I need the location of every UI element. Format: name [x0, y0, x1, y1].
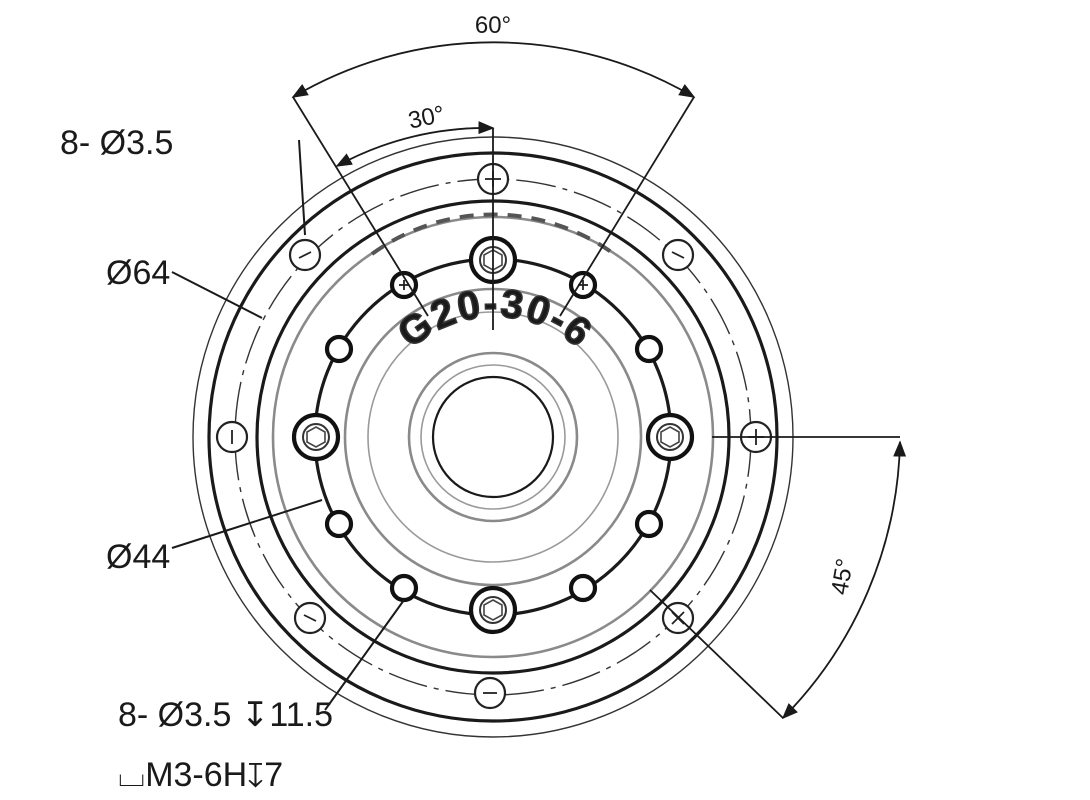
angle-30-label: 30°	[406, 101, 447, 135]
socket-bolt	[291, 412, 341, 462]
thread-callout: ⌴M3-6H↧7	[118, 756, 283, 794]
outer-hole	[473, 676, 507, 710]
through-hole	[389, 270, 419, 300]
through-hole	[568, 270, 598, 300]
angle-30-dimension	[335, 121, 495, 330]
hub-ring	[343, 287, 643, 587]
outer-mounting-holes	[215, 162, 773, 710]
hub-inner-ring	[367, 311, 619, 563]
leader-outer-holes	[298, 139, 306, 236]
leader-bolt-holes	[324, 599, 405, 711]
socket-bolt	[468, 585, 518, 635]
outer-diameter-callout: Ø64	[106, 254, 170, 292]
inner-diameter-callout: Ø44	[106, 538, 170, 576]
through-hole	[389, 573, 419, 603]
angle-60-dimension	[291, 41, 696, 317]
angle-45-dimension	[649, 436, 907, 720]
through-hole	[634, 334, 664, 364]
bore-ring	[431, 375, 555, 499]
outer-hole	[288, 238, 322, 272]
outer-hole	[293, 601, 327, 635]
bore-mid-ring	[420, 364, 566, 510]
outer-holes-callout: 8- Ø3.5	[60, 124, 173, 162]
leader-outer-diameter	[171, 271, 263, 319]
leader-inner-diameter	[171, 499, 323, 549]
face-marking-text: G20-30-6	[390, 282, 601, 357]
through-hole	[324, 334, 354, 364]
bore-outer-ring	[407, 351, 579, 523]
socket-bolt	[645, 412, 695, 462]
angle-60-label: 60°	[475, 12, 511, 39]
leader-lines	[171, 139, 405, 711]
through-hole	[634, 509, 664, 539]
through-hole	[568, 573, 598, 603]
angle-45-label: 45°	[826, 556, 859, 596]
outer-hole	[661, 238, 695, 272]
outer-hole	[215, 420, 249, 454]
through-hole	[324, 509, 354, 539]
bolt-holes-callout: 8- Ø3.5 ↧11.5	[118, 696, 333, 734]
